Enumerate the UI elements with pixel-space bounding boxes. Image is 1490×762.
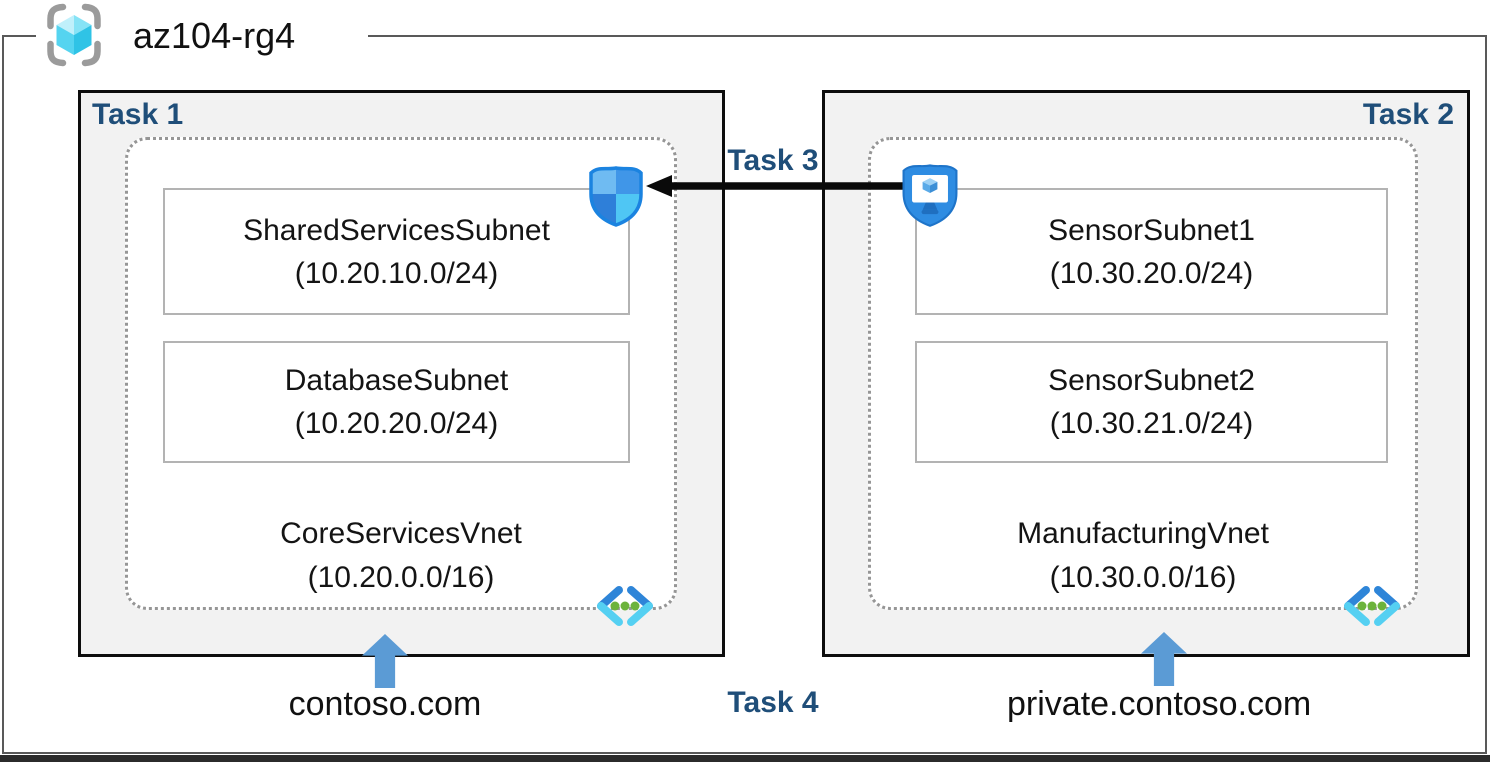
virtual-network-icon (592, 583, 658, 634)
subnet-name: SensorSubnet2 (1048, 364, 1255, 397)
task4-label: Task 4 (727, 686, 819, 719)
sensor-subnet-1: SensorSubnet1 (10.30.20.0/24) (915, 188, 1388, 315)
resource-group-name: az104-rg4 (133, 15, 296, 56)
subnet-cidr: (10.20.10.0/24) (294, 256, 499, 290)
contoso-dns-label: contoso.com (288, 685, 482, 723)
vnet-name: CoreServicesVnet (280, 517, 522, 550)
sensor-subnet-2: SensorSubnet2 (10.30.21.0/24) (915, 341, 1388, 463)
frame-title-gap (36, 32, 368, 41)
task3-arrow (643, 171, 913, 206)
subnet-name: SharedServicesSubnet (243, 213, 550, 247)
task2-label: Task 2 (1362, 98, 1454, 131)
task1-label: Task 1 (92, 98, 184, 131)
subnet-name: DatabaseSubnet (284, 364, 509, 397)
manufacturing-vnet-label: ManufacturingVnet (10.30.0.0/16) (868, 512, 1418, 600)
database-subnet: DatabaseSubnet (10.20.20.0/24) (163, 341, 630, 463)
resource-group-frame (2, 35, 1487, 754)
subnet-cidr: (10.20.20.0/24) (294, 407, 499, 440)
window-bottom-edge (0, 755, 1490, 762)
subnet-cidr: (10.30.21.0/24) (1049, 407, 1254, 440)
subnet-cidr: (10.30.20.0/24) (1049, 256, 1254, 290)
shared-services-subnet: SharedServicesSubnet (10.20.10.0/24) (163, 188, 630, 315)
bastion-icon (896, 157, 964, 236)
virtual-network-icon (1339, 583, 1405, 634)
vnet-name: ManufacturingVnet (1017, 517, 1269, 550)
core-services-vnet-label: CoreServicesVnet (10.20.0.0/16) (125, 512, 677, 600)
private-contoso-dns-label: private.contoso.com (1007, 685, 1312, 723)
task3-label: Task 3 (727, 144, 819, 177)
vnet-cidr: (10.20.0.0/16) (307, 561, 495, 594)
network-security-group-icon (584, 160, 648, 235)
subnet-name: SensorSubnet1 (1048, 213, 1255, 247)
vnet-cidr: (10.30.0.0/16) (1049, 561, 1237, 594)
resource-group-icon (40, 3, 108, 72)
